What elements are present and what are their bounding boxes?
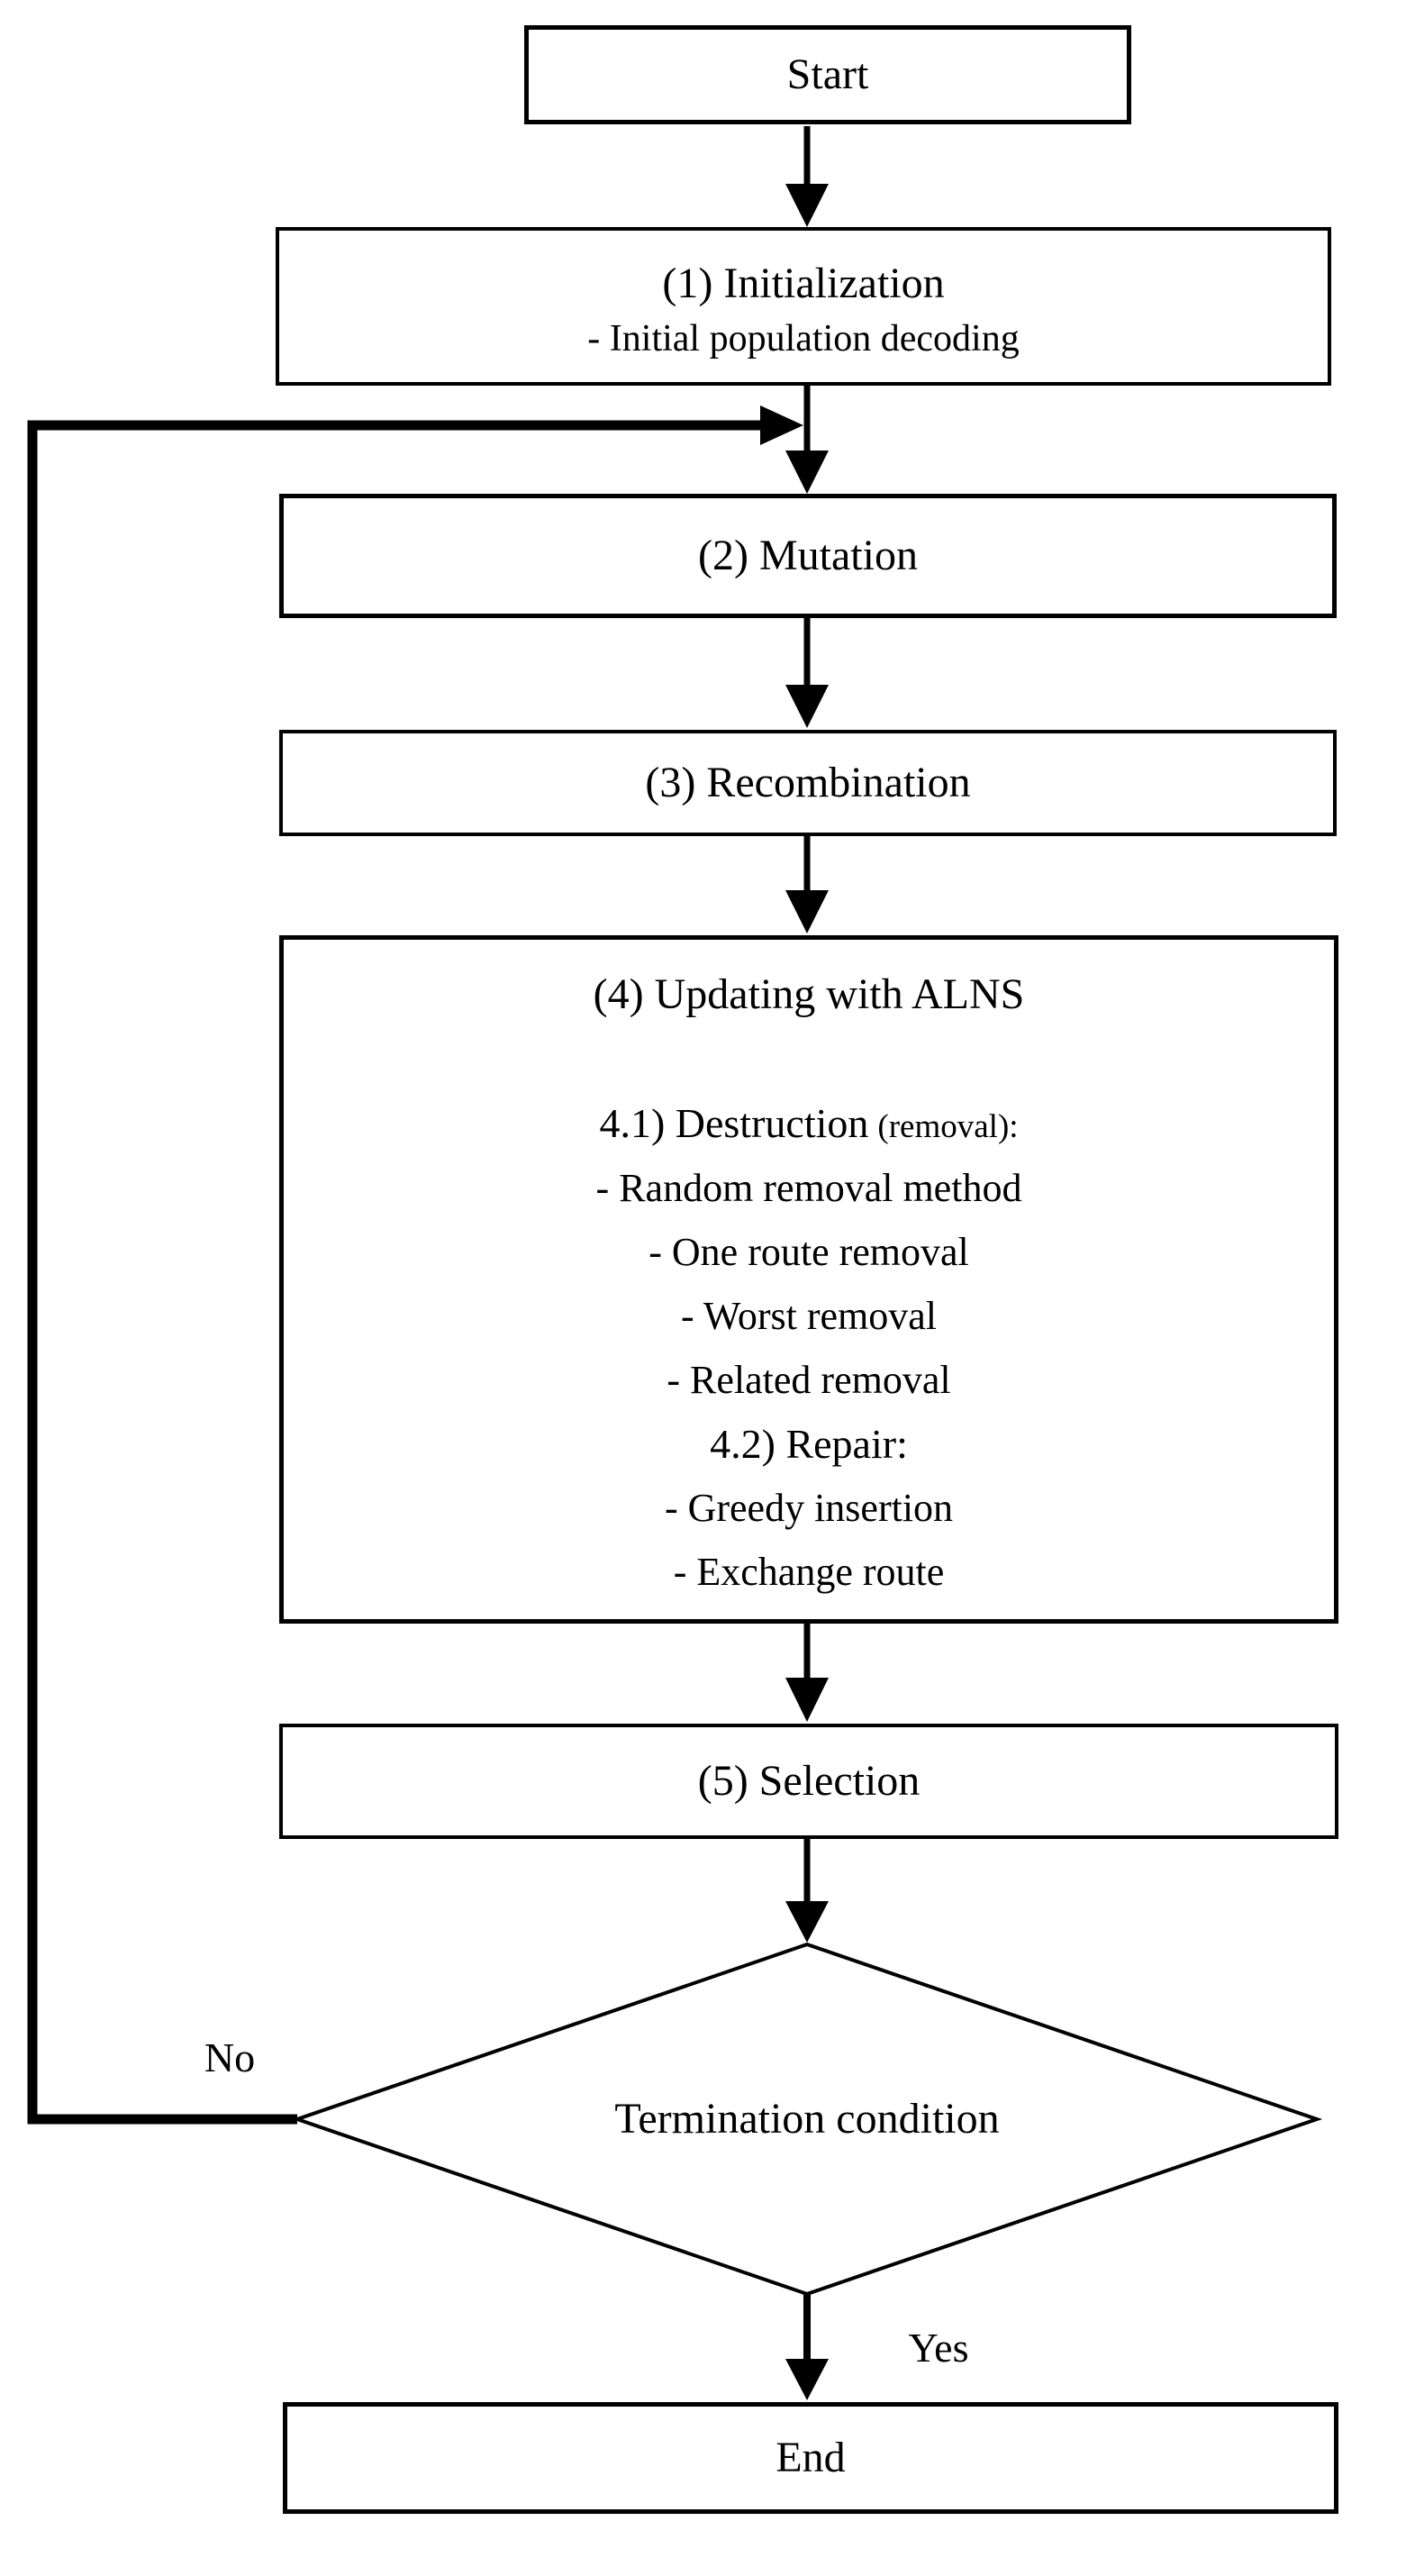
arrow-loop-return-head (760, 405, 803, 445)
no-branch-label: No (204, 2034, 256, 2080)
alns-title: (4) Updating with ALNS (593, 970, 1025, 1018)
arrow-mutation-recombination-head (785, 685, 829, 728)
end-node: End (283, 2402, 1338, 2514)
alns-item-related-removal: - Related removal (667, 1358, 951, 1402)
initialization-node: (1) Initialization - Initial population … (276, 227, 1331, 386)
arrow-selection-decision-head (785, 1901, 829, 1943)
mutation-title: (2) Mutation (698, 532, 918, 580)
arrow-start-init-head (785, 184, 829, 227)
decision-label: Termination condition (614, 2095, 1000, 2143)
alns-item-one-route-removal: - One route removal (649, 1230, 969, 1274)
initialization-title: (1) Initialization (662, 259, 945, 308)
start-label: Start (786, 50, 869, 99)
mutation-node: (2) Mutation (279, 494, 1337, 618)
arrow-loop-return-line (27, 420, 762, 2125)
alns-item-greedy-insertion: - Greedy insertion (664, 1486, 954, 1530)
alns-item-worst-removal: - Worst removal (680, 1294, 938, 1338)
selection-title: (5) Selection (697, 1757, 921, 1806)
yes-branch-label: Yes (908, 2325, 969, 2371)
arrow-decision-end-head (785, 2359, 829, 2400)
arrow-recombination-alns-head (785, 890, 829, 933)
alns-repair-heading: 4.2) Repair: (710, 1421, 908, 1467)
arrow-alns-selection-head (785, 1678, 829, 1722)
initialization-subtitle: - Initial population decoding (587, 317, 1020, 360)
start-node: Start (524, 25, 1131, 124)
alns-node (279, 935, 1338, 1624)
recombination-node: (3) Recombination (279, 730, 1337, 836)
alns-destruction-heading: 4.1) Destruction(removal): (279, 1092, 1338, 1155)
arrow-init-mutation-head (785, 451, 829, 494)
selection-node: (5) Selection (279, 1724, 1338, 1839)
alns-destruction-note: (removal): (877, 1108, 1019, 1145)
alns-item-exchange-route: - Exchange route (673, 1550, 945, 1594)
alns-method-list: - Random removal method - One route remo… (279, 1156, 1338, 1604)
alns-destruction-label: 4.1) Destruction (599, 1100, 869, 1146)
recombination-title: (3) Recombination (645, 759, 971, 807)
end-label: End (776, 2434, 846, 2482)
alns-item-random-removal: - Random removal method (595, 1166, 1022, 1210)
